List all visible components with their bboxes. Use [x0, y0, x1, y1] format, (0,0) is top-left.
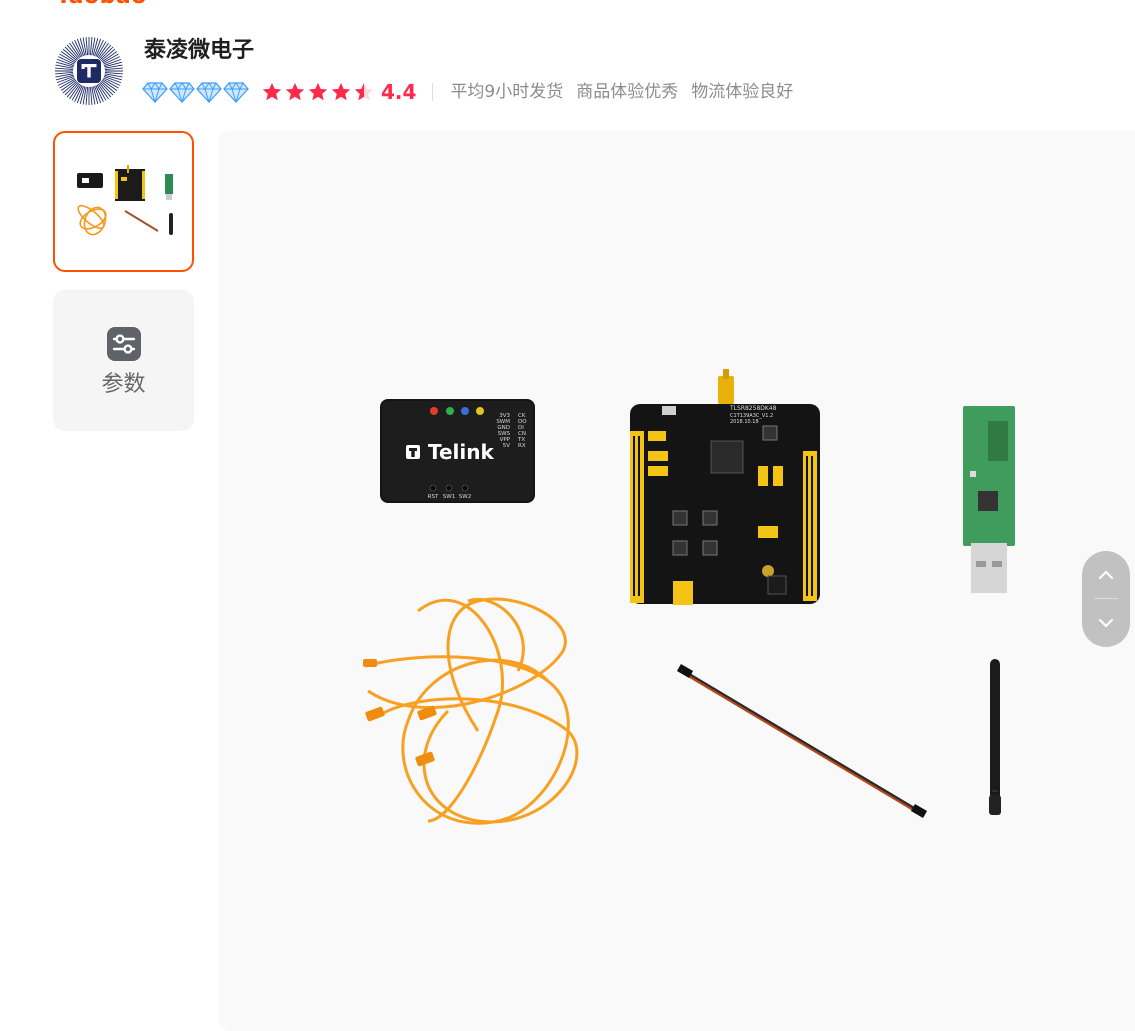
- scroll-down-button[interactable]: [1082, 599, 1130, 647]
- device-pin-label: DI: [518, 425, 524, 431]
- shop-header: 泰凌微电子 4.4 平均9小时发货 商品体验优秀 物流体验良好: [53, 35, 953, 107]
- usb-cable: [365, 597, 579, 825]
- diamond-icon: [223, 82, 249, 103]
- taobao-logo[interactable]: Taobao: [56, 0, 147, 8]
- debugger-brand-text: Telink: [428, 440, 495, 464]
- device-pin-label: SWS: [498, 431, 511, 437]
- board-date-text: 2018.10.18: [730, 419, 759, 425]
- diamond-icon: [142, 82, 168, 103]
- device-pin-label: 5V: [503, 443, 510, 449]
- params-label: 参数: [101, 372, 146, 397]
- thumbnail-params[interactable]: 参数: [53, 290, 194, 431]
- sliders-icon: [107, 327, 141, 361]
- device-pin-label: CN: [518, 431, 526, 437]
- device-button-label: RST: [428, 494, 439, 500]
- device-pin-label: 3V3: [499, 413, 510, 419]
- star-icon: [262, 82, 282, 101]
- rating-stars: [261, 81, 375, 103]
- rating-value: 4.4: [381, 80, 417, 104]
- device-pin-label: SWM: [496, 419, 510, 425]
- half-star-icon: [354, 82, 374, 101]
- chevron-down-icon: [1098, 618, 1114, 628]
- usb-dongle: [963, 406, 1015, 593]
- service-tag-shipping: 平均9小时发货: [450, 82, 564, 102]
- shop-avatar[interactable]: [53, 35, 125, 107]
- thumbnail-product-kit[interactable]: [53, 131, 194, 272]
- dev-board: TLSR8258DK48 C1T139A3C_V1.2 2018.10.18: [630, 369, 820, 605]
- antenna: [989, 659, 1001, 815]
- shop-name[interactable]: 泰凌微电子: [144, 38, 255, 63]
- star-icon: [308, 82, 328, 101]
- diamond-icon: [196, 82, 222, 103]
- product-kit-thumbnail: [77, 165, 173, 236]
- device-pin-label: TX: [517, 437, 525, 443]
- nav-separator: [1094, 598, 1118, 599]
- device-button-label: SW2: [459, 494, 471, 500]
- device-pin-label: DO: [518, 419, 527, 425]
- service-tag-logistics: 物流体验良好: [691, 82, 794, 102]
- board-model-text: TLSR8258DK48: [729, 405, 777, 412]
- seller-level-diamonds: [142, 81, 249, 103]
- shop-meta: 4.4 平均9小时发货 商品体验优秀 物流体验良好: [142, 79, 793, 105]
- service-tags: 平均9小时发货 商品体验优秀 物流体验良好: [450, 79, 793, 105]
- chevron-up-icon: [1098, 570, 1114, 580]
- star-icon: [331, 82, 351, 101]
- gallery-nav: [1082, 551, 1130, 647]
- service-tag-product: 商品体验优秀: [576, 82, 679, 102]
- device-pin-label: RX: [518, 443, 526, 449]
- jumper-cable: [676, 664, 928, 818]
- meta-divider: [432, 83, 434, 101]
- board-version-text: C1T139A3C_V1.2: [730, 413, 773, 419]
- scroll-up-button[interactable]: [1082, 551, 1130, 599]
- device-pin-label: GND: [497, 425, 510, 431]
- star-icon: [285, 82, 305, 101]
- device-pin-label: VPP: [500, 437, 511, 443]
- device-pin-label: CK: [518, 413, 526, 419]
- diamond-icon: [169, 82, 195, 103]
- device-button-label: SW1: [443, 494, 455, 500]
